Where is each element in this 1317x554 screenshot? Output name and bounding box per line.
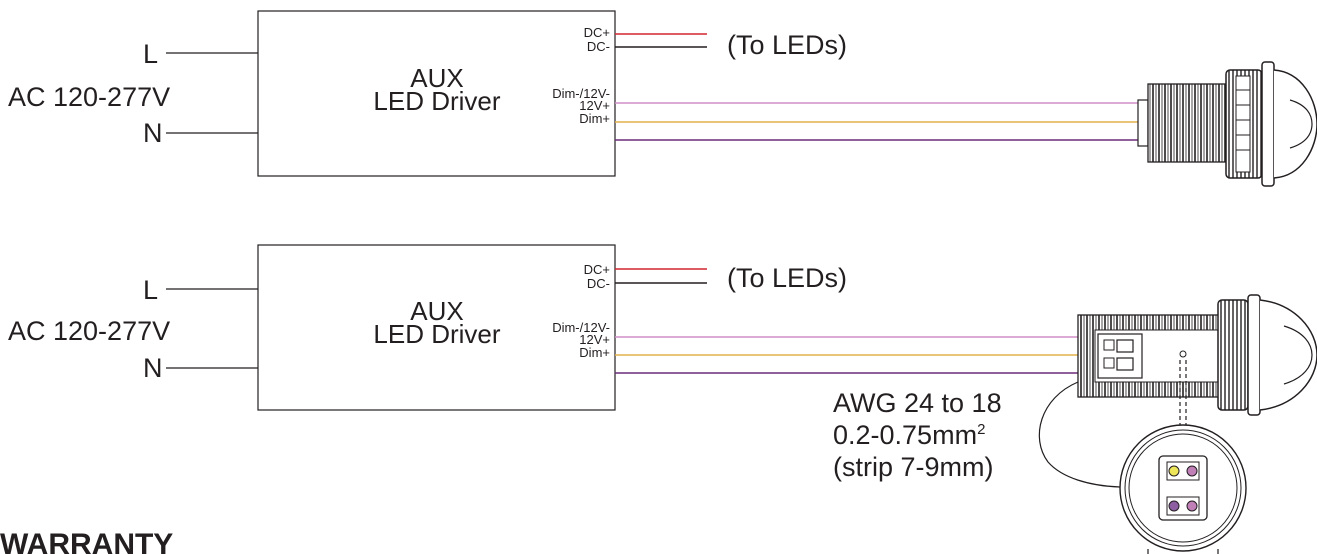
sensor-cutaway-view	[1077, 294, 1317, 456]
line-label: L	[143, 275, 158, 305]
neutral-label: N	[143, 353, 163, 383]
pin-dc-minus: DC-	[587, 39, 610, 54]
led-driver-box	[257, 244, 616, 411]
diagram-2: L AC 120-277V N AUX LED Driver DC+ DC- D…	[8, 244, 1317, 554]
line-label: L	[143, 39, 158, 69]
pin-dim-plus: Dim+	[579, 345, 610, 360]
driver-title-line1: AUX	[410, 63, 463, 93]
pin-dc-minus: DC-	[587, 276, 610, 291]
supply-label: AC 120-277V	[8, 82, 170, 112]
sensor-side-view	[1137, 61, 1317, 187]
wire-area-superscript: 2	[977, 421, 985, 438]
led-driver-box	[257, 10, 616, 177]
warranty-heading: WARRANTY	[0, 528, 173, 554]
pin-dim-plus: Dim+	[579, 111, 610, 126]
terminal-end-view	[1119, 424, 1247, 554]
wire-area-label: 0.2-0.75mm2	[833, 420, 985, 450]
pin-12v-plus: 12V+	[579, 332, 610, 347]
pin-dim-minus: Dim-/12V-	[552, 320, 610, 335]
to-leds-label: (To LEDs)	[727, 263, 847, 293]
wire-area-value: 0.2-0.75mm	[833, 420, 977, 450]
diagram-1: L AC 120-277V N AUX LED Driver DC+ DC- D…	[8, 10, 1317, 187]
neutral-label: N	[143, 118, 163, 148]
driver-title-line2: LED Driver	[373, 319, 500, 349]
supply-label: AC 120-277V	[8, 316, 170, 346]
pin-dc-plus: DC+	[584, 25, 610, 40]
to-leds-label: (To LEDs)	[727, 30, 847, 60]
pin-dc-plus: DC+	[584, 262, 610, 277]
driver-title-line1: AUX	[410, 296, 463, 326]
pin-12v-plus: 12V+	[579, 98, 610, 113]
leader-line	[1038, 381, 1121, 488]
wire-gauge-label: AWG 24 to 18	[833, 388, 1002, 418]
wire-strip-label: (strip 7-9mm)	[833, 452, 994, 482]
driver-title-line2: LED Driver	[373, 86, 500, 116]
pin-dim-minus: Dim-/12V-	[552, 86, 610, 101]
